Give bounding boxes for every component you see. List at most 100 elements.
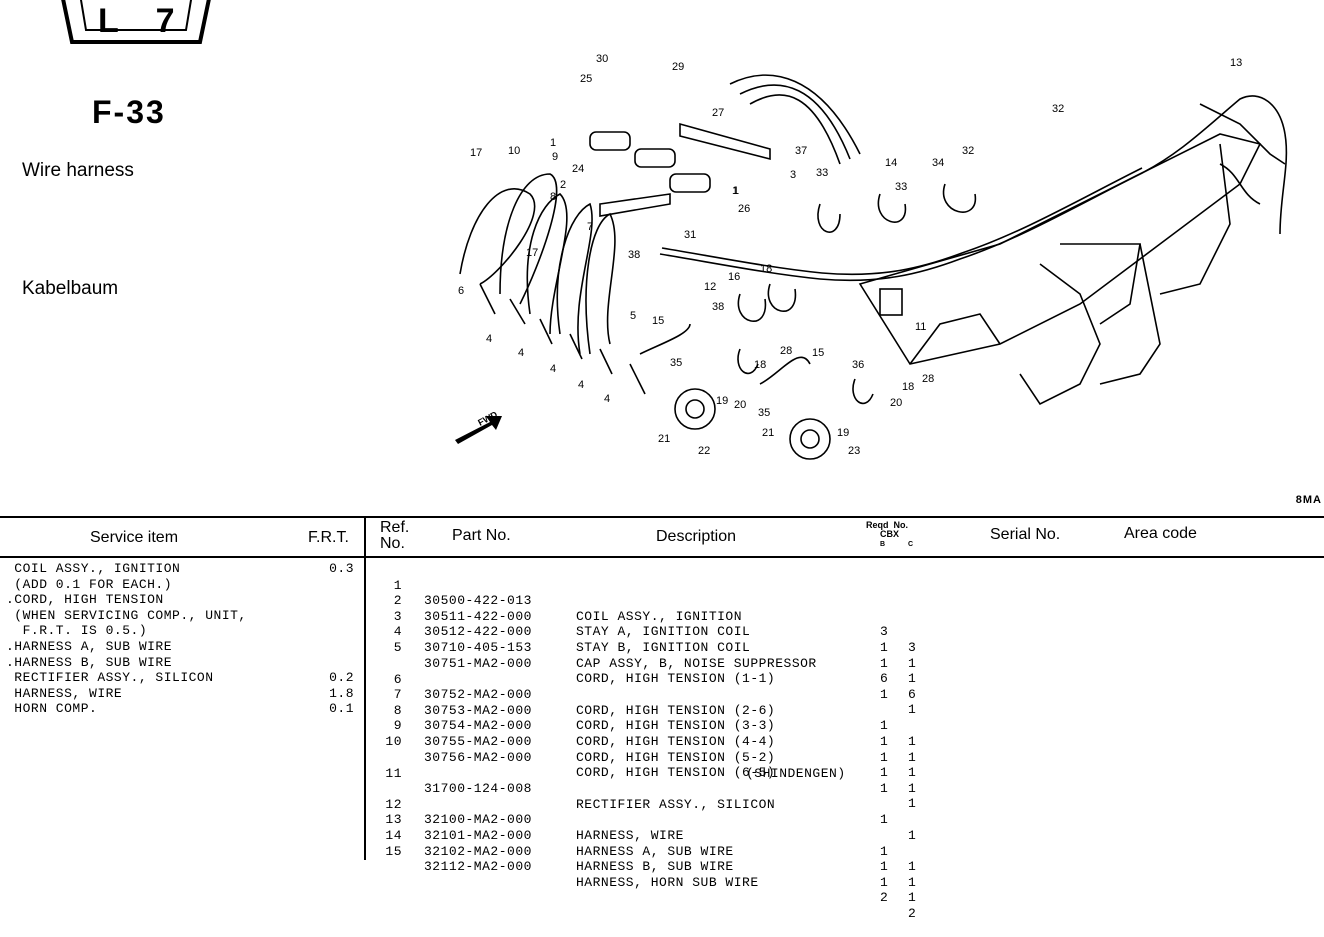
header-col-c: C — [908, 541, 914, 548]
callout: 26 — [738, 203, 750, 215]
service-item: HARNESS, WIRE — [6, 685, 123, 701]
ref-no: 9 — [393, 718, 402, 734]
table-row: 13 32101-MA2-000 HARNESS A, SUB WIRE 1 1 — [370, 797, 930, 889]
callout: 30 — [596, 53, 608, 65]
ref-no: 6 — [393, 671, 402, 687]
ref-no: 5 — [393, 639, 402, 655]
header-model: CBX — [880, 529, 900, 539]
table-row: 2 30511-422-000 STAY A, IGNITION COIL 1 … — [370, 578, 930, 670]
title-german: Kabelbaum — [22, 278, 119, 299]
callout: 12 — [704, 281, 716, 293]
callout: 1 — [732, 185, 738, 197]
qty-c: 1 — [908, 765, 917, 781]
callout: 6 — [458, 285, 464, 297]
qty-b: 2 — [880, 890, 889, 906]
description: CORD, HIGH TENSION (2-6) — [576, 702, 776, 718]
part-no: 32102-MA2-000 — [424, 843, 532, 859]
header-ref-no: Ref. No. — [380, 519, 410, 552]
table-row: 9 30755-MA2-000 CORD, HIGH TENSION (5-2)… — [370, 703, 930, 795]
callout: 17 — [470, 147, 482, 159]
callout: 1 — [733, 185, 739, 197]
ref-no: 1 — [393, 577, 402, 593]
maker-note: (SHINDENGEN) — [746, 765, 846, 781]
qty-c: 1 — [908, 749, 917, 765]
callout: 18 — [760, 263, 772, 275]
table-row: 3 30512-422-000 STAY B, IGNITION COIL 1 … — [370, 593, 930, 686]
ref-no: 12 — [385, 796, 402, 812]
part-no: 30756-MA2-000 — [424, 749, 532, 765]
table-row: 14 32102-MA2-000 HARNESS B, SUB WIRE 1 1 — [370, 812, 930, 905]
description: STAY A, IGNITION COIL — [576, 624, 751, 640]
callout: 5 — [630, 310, 636, 322]
callout: 22 — [698, 445, 710, 457]
callout: 15 — [652, 315, 664, 327]
ref-no: 13 — [385, 812, 402, 828]
description: CORD, HIGH TENSION (6-5) — [576, 765, 776, 781]
part-no: 32112-MA2-000 — [424, 859, 532, 875]
table-divider — [364, 516, 366, 860]
callout: 4 — [604, 393, 610, 405]
description: HARNESS, HORN SUB WIRE — [576, 874, 759, 890]
qty-b: 6 — [880, 671, 889, 687]
table-row: 15 32112-MA2-000 HARNESS, HORN SUB WIRE … — [370, 828, 930, 921]
qty-c: 1 — [908, 890, 917, 906]
service-item-frt: 0.1 — [329, 701, 354, 717]
qty-c: 1 — [908, 780, 917, 796]
header-description: Description — [656, 528, 737, 545]
figure-code: F-33 — [92, 94, 166, 130]
service-item: .HARNESS B, SUB WIRE — [6, 654, 173, 670]
qty-b: 1 — [880, 718, 889, 734]
service-item: COIL ASSY., IGNITION — [6, 561, 181, 576]
description: HARNESS A, SUB WIRE — [576, 843, 734, 859]
qty-c: 1 — [908, 733, 917, 749]
header-area-code: Area code — [1124, 525, 1197, 542]
ref-no: 7 — [393, 687, 402, 703]
section-badge-frame — [61, 0, 211, 44]
callout: 4 — [486, 333, 492, 345]
sheet-code: 8MA — [1295, 494, 1322, 506]
part-no: 32100-MA2-000 — [424, 812, 532, 828]
description: CORD, HIGH TENSION (5-2) — [576, 749, 776, 765]
ref-no: 2 — [393, 593, 402, 609]
part-no: 30710-405-153 — [424, 639, 532, 655]
qty-c: 1 — [908, 796, 917, 812]
callout: 19 — [837, 427, 849, 439]
callout: 21 — [762, 427, 774, 439]
callout: 4 — [578, 379, 584, 391]
callout: 4 — [518, 347, 524, 359]
callout: 38 — [628, 249, 640, 261]
callout: 16 — [728, 271, 740, 283]
qty-c: 1 — [908, 655, 917, 671]
description: RECTIFIER ASSY., SILICON — [576, 796, 776, 812]
section-badge: L 7 — [98, 2, 189, 40]
callout: 32 — [1052, 103, 1064, 115]
callout: 19 — [716, 395, 728, 407]
table-top-rule — [0, 516, 1324, 518]
part-no: 30753-MA2-000 — [424, 702, 532, 718]
qty-b: 1 — [880, 749, 889, 765]
callout: 35 — [670, 357, 682, 369]
table-row: 6 30752-MA2-000 CORD, HIGH TENSION (2-6)… — [370, 656, 930, 749]
header-service-item: Service item — [90, 529, 179, 546]
callout: 4 — [550, 363, 556, 375]
callout: 20 — [734, 399, 746, 411]
qty-b: 1 — [880, 812, 889, 828]
part-no: 30755-MA2-000 — [424, 733, 532, 749]
ref-no: 14 — [385, 827, 402, 843]
table-row: 12 32100-MA2-000 HARNESS, WIRE 1 1 — [370, 781, 930, 874]
qty-c: 3 — [908, 639, 917, 655]
qty-b: 3 — [880, 624, 889, 640]
callout: 2 — [560, 179, 566, 191]
part-no: 32101-MA2-000 — [424, 827, 532, 843]
header-col-b: B — [880, 541, 886, 548]
callout: 17 — [526, 247, 538, 259]
description: HARNESS, WIRE — [576, 827, 684, 843]
callout: 23 — [848, 445, 860, 457]
part-no: 30754-MA2-000 — [424, 718, 532, 734]
description: COIL ASSY., IGNITION — [576, 608, 743, 624]
callout: 37 — [795, 145, 807, 157]
service-item: F.R.T. IS 0.5.) — [6, 623, 148, 639]
callout: 13 — [1230, 57, 1242, 69]
ref-no: 10 — [385, 733, 402, 749]
qty-c: 2 — [908, 905, 917, 921]
